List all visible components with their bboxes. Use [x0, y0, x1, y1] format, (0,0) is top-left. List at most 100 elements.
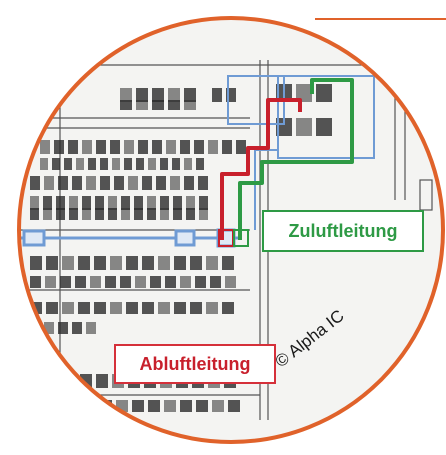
- machine-glyph: [208, 140, 218, 154]
- machine-glyph: [212, 88, 222, 102]
- machine-glyph: [30, 276, 41, 288]
- machine-glyph: [82, 208, 91, 220]
- machine-glyph: [128, 176, 138, 190]
- machine-glyph: [296, 84, 312, 102]
- machine-glyph: [45, 276, 56, 288]
- machine-glyph: [75, 276, 86, 288]
- machine-glyph: [222, 140, 232, 154]
- machine-glyph: [190, 302, 202, 314]
- machine-glyph: [173, 208, 182, 220]
- machine-glyph: [30, 176, 40, 190]
- machine-glyph: [30, 256, 42, 270]
- machine-glyph: [194, 140, 204, 154]
- machine-glyph: [110, 140, 120, 154]
- machine-glyph: [166, 140, 176, 154]
- machine-glyph: [100, 176, 110, 190]
- machine-glyph: [180, 400, 192, 412]
- machine-glyph: [30, 196, 39, 210]
- machine-glyph: [184, 88, 196, 102]
- machine-glyph: [94, 302, 106, 314]
- machine-glyph: [58, 176, 68, 190]
- machine-glyph: [172, 158, 180, 170]
- machine-glyph: [56, 208, 65, 220]
- machine-glyph: [147, 196, 156, 210]
- machine-glyph: [78, 256, 90, 270]
- machine-glyph: [316, 118, 332, 136]
- machine-glyph: [88, 158, 96, 170]
- machine-glyph: [108, 196, 117, 210]
- machine-glyph: [174, 302, 186, 314]
- machine-glyph: [52, 158, 60, 170]
- machine-glyph: [212, 400, 224, 412]
- machine-glyph: [82, 196, 91, 210]
- machine-glyph: [174, 256, 186, 270]
- machine-glyph: [120, 88, 132, 102]
- machine-glyph: [206, 256, 218, 270]
- machine-glyph: [108, 208, 117, 220]
- machine-glyph: [134, 208, 143, 220]
- machine-glyph: [168, 88, 180, 102]
- machine-glyph: [95, 196, 104, 210]
- machine-glyph: [196, 158, 204, 170]
- machine-glyph: [173, 196, 182, 210]
- machine-glyph: [121, 208, 130, 220]
- machine-glyph: [165, 276, 176, 288]
- machine-glyph: [225, 276, 236, 288]
- machine-glyph: [136, 158, 144, 170]
- machine-glyph: [316, 84, 332, 102]
- machine-glyph: [69, 196, 78, 210]
- machine-glyph: [142, 302, 154, 314]
- machine-glyph: [222, 302, 234, 314]
- machine-glyph: [86, 322, 96, 334]
- machine-glyph: [152, 100, 164, 110]
- machine-glyph: [105, 276, 116, 288]
- machine-glyph: [184, 158, 192, 170]
- exhaust-duct-path: [220, 98, 302, 240]
- machine-glyph: [69, 208, 78, 220]
- machine-glyph: [124, 140, 134, 154]
- machine-glyph: [198, 176, 208, 190]
- machine-glyph: [44, 322, 54, 334]
- machine-glyph: [90, 276, 101, 288]
- machine-glyph: [135, 276, 146, 288]
- machine-glyph: [46, 256, 58, 270]
- machine-glyph: [120, 276, 131, 288]
- exhaust-line-label: Abluftleitung: [114, 344, 276, 384]
- machine-glyph: [158, 256, 170, 270]
- machine-glyph: [72, 322, 82, 334]
- machine-glyph: [180, 140, 190, 154]
- machine-glyph: [296, 118, 312, 136]
- machine-glyph: [96, 374, 108, 388]
- machine-glyph: [152, 88, 164, 102]
- machine-glyph: [112, 158, 120, 170]
- machine-glyph: [148, 400, 160, 412]
- machine-glyph: [64, 158, 72, 170]
- machine-glyph: [152, 140, 162, 154]
- machine-glyph: [168, 100, 180, 110]
- machine-glyph: [147, 208, 156, 220]
- machine-glyph: [126, 256, 138, 270]
- machine-glyph: [100, 158, 108, 170]
- machine-glyph: [184, 100, 196, 110]
- machine-glyph: [210, 276, 221, 288]
- machine-glyph: [43, 196, 52, 210]
- machine-glyph: [82, 140, 92, 154]
- machine-glyph: [160, 158, 168, 170]
- machine-glyph: [94, 256, 106, 270]
- machine-glyph: [114, 176, 124, 190]
- machine-glyph: [124, 158, 132, 170]
- machine-glyph: [276, 118, 292, 136]
- machine-glyph: [164, 400, 176, 412]
- machine-glyph: [186, 208, 195, 220]
- machine-glyph: [222, 256, 234, 270]
- machine-glyph: [160, 196, 169, 210]
- machine-glyph: [54, 140, 64, 154]
- machine-glyph: [150, 276, 161, 288]
- machine-glyph: [148, 158, 156, 170]
- machine-glyph: [68, 140, 78, 154]
- machine-glyph: [40, 140, 50, 154]
- machine-glyph: [78, 302, 90, 314]
- machine-glyph: [206, 302, 218, 314]
